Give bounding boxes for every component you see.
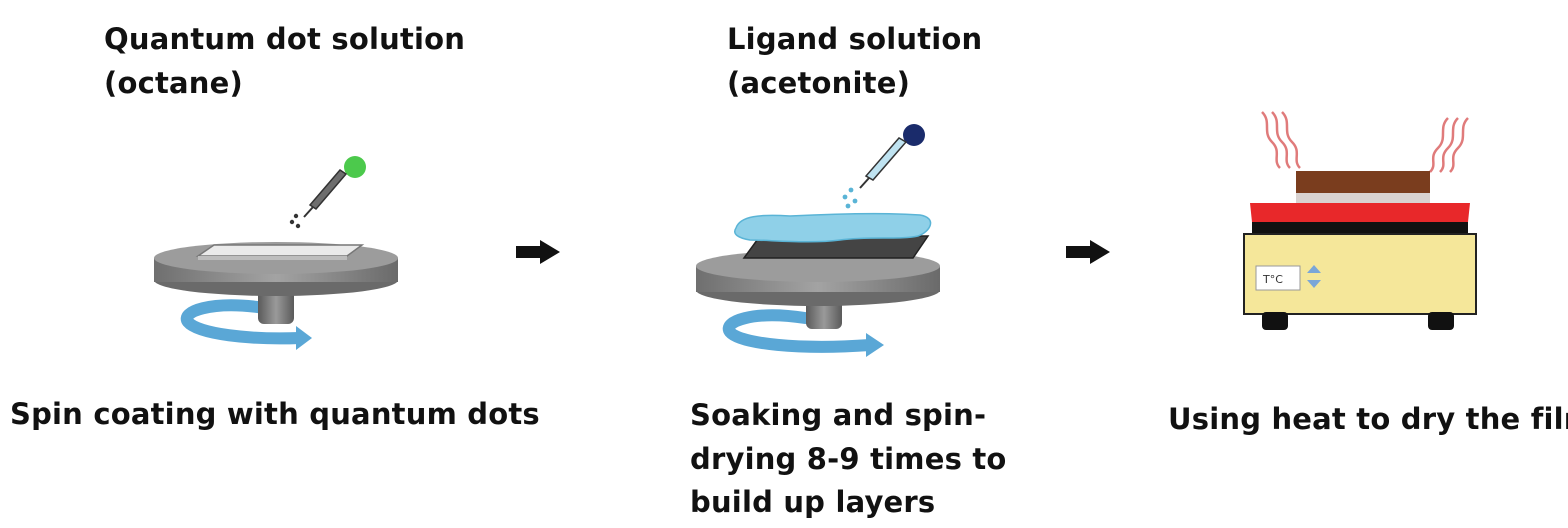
spin-coater-icon: [696, 212, 940, 357]
qd-solution-label-line2: (octane): [104, 66, 243, 100]
ligand-solution-label-line1: Ligand solution: [727, 22, 983, 56]
qd-drop: [289, 219, 295, 225]
substrate-edge: [198, 256, 347, 260]
sample-substrate: [1296, 193, 1430, 203]
qd-drop: [295, 223, 301, 229]
temperature-down-icon: [1307, 280, 1321, 288]
temperature-display: [1255, 265, 1301, 291]
substrate: [195, 244, 365, 257]
dropper-tube: [864, 137, 908, 181]
dropper-tube: [308, 169, 348, 210]
dropper-bulb: [344, 156, 366, 178]
dropper-icon: [289, 156, 366, 229]
hotplate-foot-left: [1262, 312, 1288, 330]
step-arrow-icon: [1066, 240, 1110, 264]
step1-caption: Spin coating with quantum dots: [10, 397, 540, 431]
ligand-solution-label-line2: (acetonite): [727, 66, 911, 100]
spin-coater-icon: [154, 242, 398, 350]
hotplate-foot-right: [1428, 312, 1454, 330]
temperature-display-label: T°C: [1262, 273, 1283, 286]
spin-shaft: [258, 290, 294, 324]
ligand-drop: [845, 203, 851, 209]
dropper-icon: [842, 124, 925, 209]
step2-caption-line1: Soaking and spin-: [690, 398, 987, 432]
rotation-arrow-head: [866, 333, 884, 357]
ligand-drop: [852, 198, 858, 204]
rotation-arrow-icon: [180, 299, 306, 345]
step2-caption-line2: drying 8-9 times to: [690, 442, 1007, 476]
ligand-drop: [842, 194, 848, 200]
qd-drop: [293, 213, 299, 219]
temperature-up-icon: [1307, 265, 1321, 273]
hotplate-top: [1250, 203, 1470, 222]
rotation-arrow-head: [296, 326, 312, 350]
ligand-drop: [848, 187, 854, 193]
step3-caption: Using heat to dry the film: [1168, 402, 1568, 436]
hot-plate-icon: T°C: [1243, 111, 1477, 330]
heat-wave-icon: [1261, 111, 1469, 173]
dropper-tip: [303, 206, 314, 218]
qd-solution-label-line1: Quantum dot solution: [104, 22, 466, 56]
step-arrow-icon: [516, 240, 560, 264]
ligand-liquid: [734, 212, 932, 243]
sample-block: [1296, 171, 1430, 193]
dropper-tip: [859, 177, 870, 189]
hotplate-rim: [1252, 222, 1468, 234]
step2-caption-line3: build up layers: [690, 485, 936, 519]
rotation-arrow-icon: [722, 309, 876, 353]
dropper-bulb: [903, 124, 925, 146]
